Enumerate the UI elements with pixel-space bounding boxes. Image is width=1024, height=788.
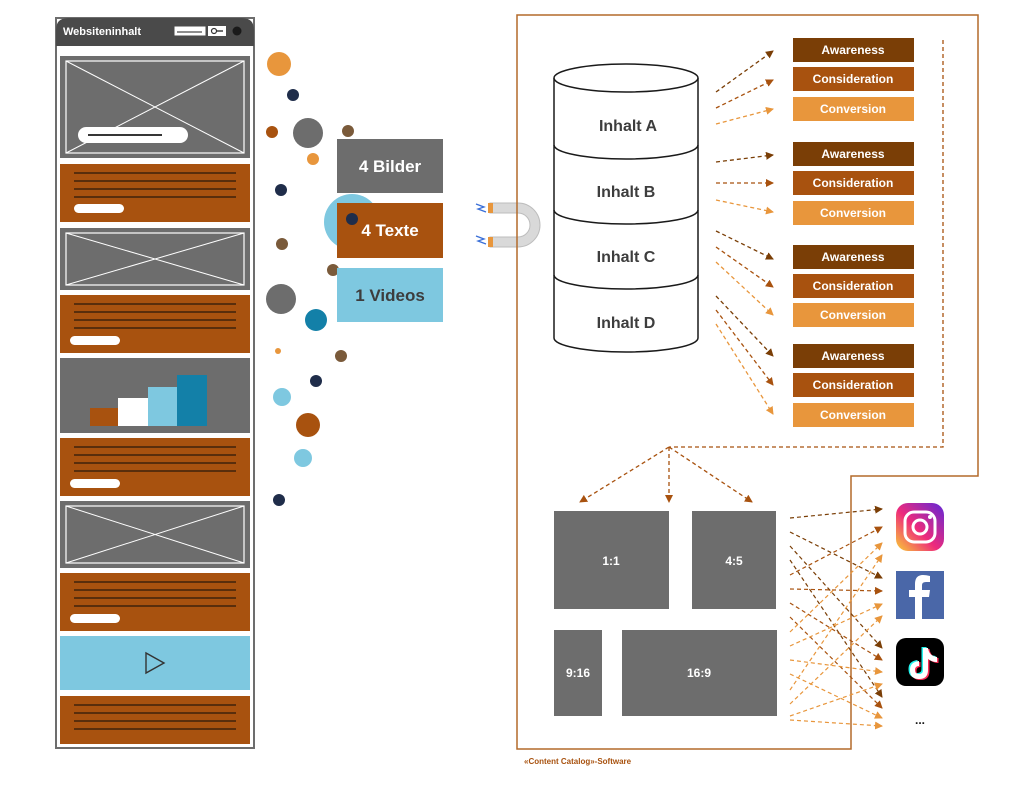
funnel-stages: Awareness Consideration Conversion Aware… — [793, 38, 914, 427]
database-segment-a: Inhalt A — [599, 118, 658, 135]
magnet-icon — [475, 202, 541, 248]
videos-count-box — [337, 268, 443, 322]
software-frame — [516, 14, 979, 750]
database-segment-b: Inhalt B — [597, 184, 656, 201]
play-icon[interactable] — [145, 651, 166, 675]
text-block — [60, 164, 250, 222]
text-block — [60, 295, 250, 353]
website-mockup: Websiteninhalt — [55, 17, 255, 749]
read-more-button[interactable] — [70, 479, 120, 488]
software-caption: «Content Catalog»-Software — [524, 757, 632, 766]
stage-consideration-box — [793, 373, 914, 397]
images-count-box — [337, 139, 443, 193]
format-1-1-label: 1:1 — [602, 554, 620, 568]
texts-count-box — [337, 203, 443, 258]
stage-conversion-box — [793, 201, 914, 225]
read-more-button[interactable] — [74, 204, 124, 213]
format-9-16-label: 9:16 — [566, 666, 590, 680]
video-placeholder[interactable] — [60, 636, 250, 690]
stage-conversion-label: Conversion — [820, 408, 886, 422]
asset-summary: 4 Bilder 4 Texte 1 Videos — [337, 139, 443, 322]
stage-conversion-label: Conversion — [820, 102, 886, 116]
format-1-1-box — [554, 511, 669, 609]
stage-consideration-box — [793, 274, 914, 298]
instagram-icon — [896, 503, 944, 551]
stage-awareness-label: Awareness — [821, 349, 884, 363]
facebook-icon — [896, 571, 944, 619]
texts-count-label: 4 Texte — [361, 221, 418, 240]
read-more-button[interactable] — [70, 336, 120, 345]
database-segment-c: Inhalt C — [597, 249, 656, 266]
social-channels: ... — [896, 503, 944, 727]
stage-consideration-label: Consideration — [813, 279, 894, 293]
image-placeholder — [60, 501, 250, 568]
stage-awareness-box — [793, 344, 914, 368]
stage-awareness-label: Awareness — [821, 147, 884, 161]
database-segment-d: Inhalt D — [597, 315, 656, 332]
text-block — [60, 438, 250, 496]
channel-arrows — [789, 505, 883, 730]
stage-consideration-label: Consideration — [813, 72, 894, 86]
videos-count-label: 1 Videos — [355, 286, 425, 305]
stage-consideration-box — [793, 171, 914, 195]
text-block — [60, 696, 250, 744]
format-9-16-box — [554, 630, 602, 716]
stage-awareness-label: Awareness — [821, 250, 884, 264]
menu-dot-icon[interactable] — [232, 26, 242, 36]
text-block — [60, 573, 250, 631]
particle-dot — [346, 213, 358, 225]
stage-consideration-label: Consideration — [813, 176, 894, 190]
funnel-arrows — [715, 50, 774, 415]
stage-awareness-box — [793, 245, 914, 269]
stage-consideration-label: Consideration — [813, 378, 894, 392]
stage-awareness-box — [793, 38, 914, 62]
hero-image-placeholder — [60, 56, 250, 158]
format-16-9-label: 16:9 — [687, 666, 711, 680]
format-4-5-box — [692, 511, 776, 609]
format-16-9-box — [622, 630, 777, 716]
stage-consideration-box — [793, 67, 914, 91]
search-bar[interactable] — [173, 25, 207, 37]
stage-conversion-label: Conversion — [820, 308, 886, 322]
format-4-5-label: 4:5 — [725, 554, 743, 568]
format-flow-arrows — [579, 40, 944, 503]
format-tiles: 1:1 4:5 9:16 16:9 — [554, 511, 777, 716]
website-title: Websiteninhalt — [63, 26, 141, 38]
more-channels-label: ... — [915, 713, 925, 727]
content-database: Inhalt A Inhalt B Inhalt C Inhalt D — [553, 63, 699, 353]
stage-conversion-box — [793, 303, 914, 327]
stage-conversion-box — [793, 97, 914, 121]
images-count-label: 4 Bilder — [359, 157, 422, 176]
read-more-button[interactable] — [70, 614, 120, 623]
stage-awareness-box — [793, 142, 914, 166]
image-placeholder — [60, 228, 250, 290]
chart-placeholder — [60, 358, 250, 433]
browser-titlebar — [56, 18, 254, 46]
stage-awareness-label: Awareness — [821, 43, 884, 57]
tiktok-icon — [896, 638, 944, 686]
stage-conversion-box — [793, 403, 914, 427]
stage-conversion-label: Conversion — [820, 206, 886, 220]
